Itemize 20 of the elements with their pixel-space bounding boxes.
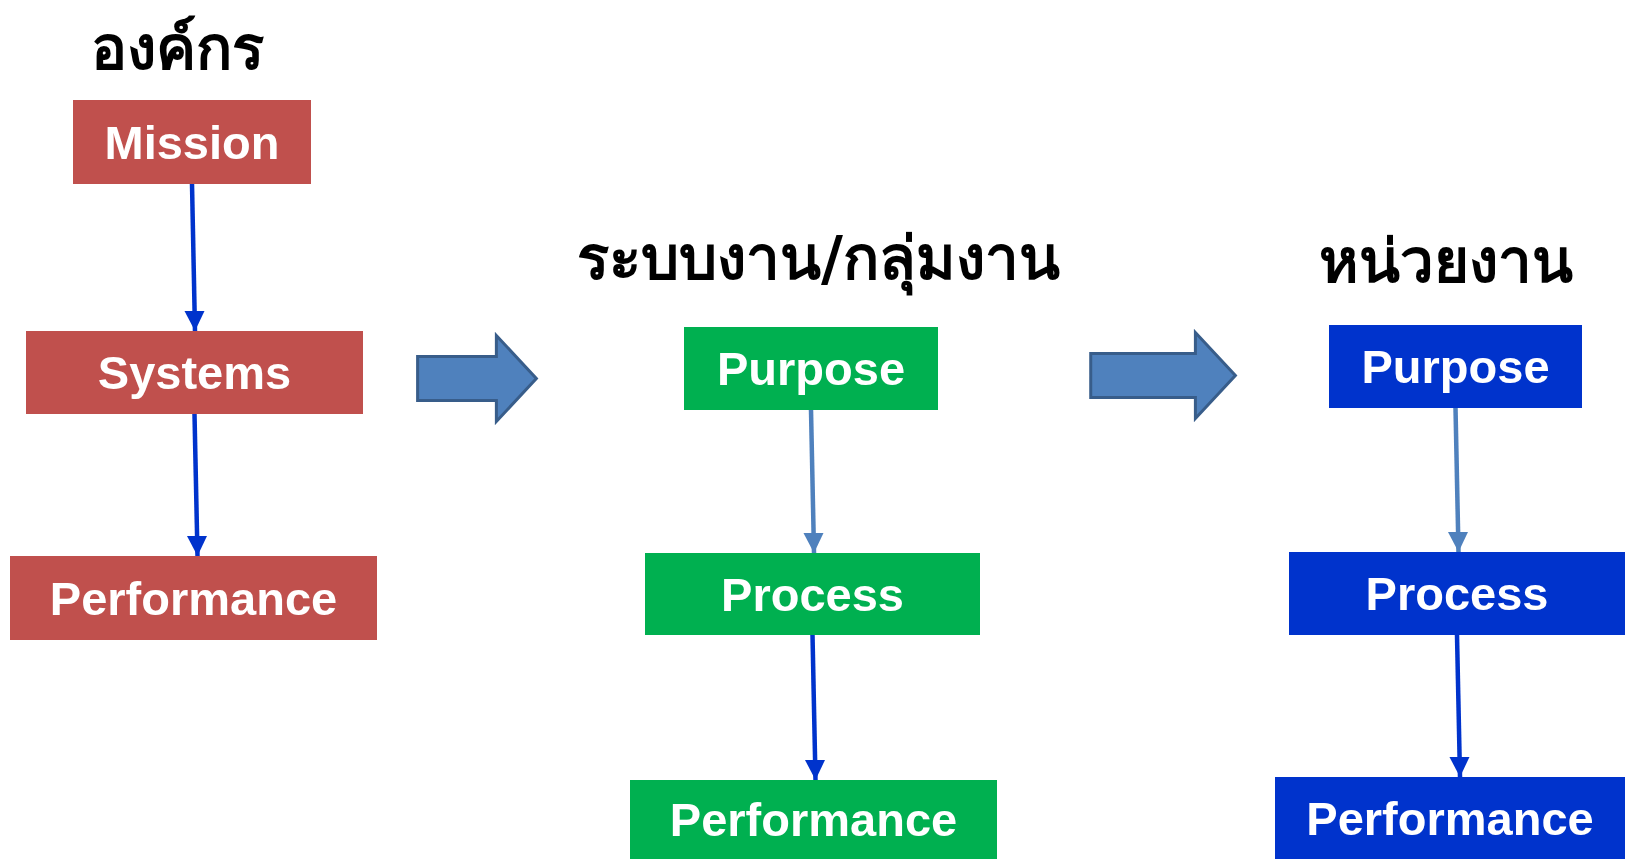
column-heading: องค์กร bbox=[91, 12, 264, 84]
arrow bbox=[186, 413, 208, 557]
process-box: Process bbox=[645, 553, 980, 635]
block-arrow bbox=[416, 331, 539, 426]
process-box: Performance bbox=[10, 556, 377, 640]
arrow bbox=[803, 409, 824, 554]
arrow bbox=[1447, 407, 1469, 553]
process-box: Mission bbox=[73, 100, 311, 184]
arrow bbox=[184, 183, 205, 332]
column-heading: หน่วยงาน bbox=[1319, 225, 1573, 297]
arrow bbox=[804, 634, 826, 781]
process-box: Purpose bbox=[1329, 325, 1582, 408]
block-arrow bbox=[1089, 328, 1238, 423]
arrow bbox=[1449, 634, 1470, 778]
process-box: Purpose bbox=[684, 327, 938, 410]
process-box: Performance bbox=[630, 780, 997, 859]
process-box: Process bbox=[1289, 552, 1625, 635]
column-heading: ระบบงาน/กลุ่มงาน bbox=[577, 222, 1060, 294]
process-box: Systems bbox=[26, 331, 363, 414]
process-box: Performance bbox=[1275, 777, 1625, 859]
